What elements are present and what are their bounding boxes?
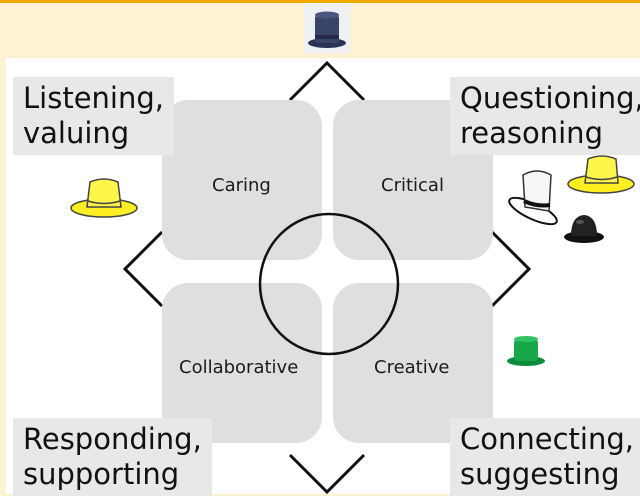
arrow-bottom <box>288 453 366 494</box>
corner-questioning-reasoning: Questioning, reasoning <box>450 77 640 155</box>
corner-text-line: Questioning, <box>460 81 640 115</box>
label-collaborative: Collaborative <box>179 357 299 378</box>
label-caring: Caring <box>212 175 271 196</box>
yellow-hat-icon <box>567 155 635 194</box>
corner-responding-supporting: Responding, supporting <box>13 418 212 496</box>
green-hat-icon <box>507 336 545 366</box>
corner-text-line: valuing <box>23 116 130 150</box>
quadrant-creative <box>333 283 493 443</box>
corner-text-line: supporting <box>23 457 180 491</box>
label-critical: Critical <box>381 175 444 196</box>
arrow-right <box>490 230 532 308</box>
center-circle <box>258 212 400 356</box>
corner-listening-valuing: Listening, valuing <box>13 77 174 155</box>
corner-text-line: Listening, <box>23 81 164 115</box>
corner-text-line: Connecting, <box>460 422 634 456</box>
quadrant-collaborative <box>162 283 322 443</box>
top-accent-bar <box>0 0 640 3</box>
arrow-left <box>122 230 164 308</box>
quadrant-caring <box>162 100 322 260</box>
corner-text-line: suggesting <box>460 457 620 491</box>
corner-connecting-suggesting: Connecting, suggesting <box>450 418 640 496</box>
top-hat-panel <box>304 3 350 53</box>
black-hat-icon <box>564 215 604 243</box>
arrow-top <box>288 60 366 102</box>
label-creative: Creative <box>374 357 450 378</box>
yellow-hat-icon <box>70 178 138 218</box>
white-hat-icon <box>508 170 558 226</box>
corner-text-line: Responding, <box>23 422 202 456</box>
corner-text-line: reasoning <box>460 116 603 150</box>
blue-hat-icon <box>308 11 346 48</box>
